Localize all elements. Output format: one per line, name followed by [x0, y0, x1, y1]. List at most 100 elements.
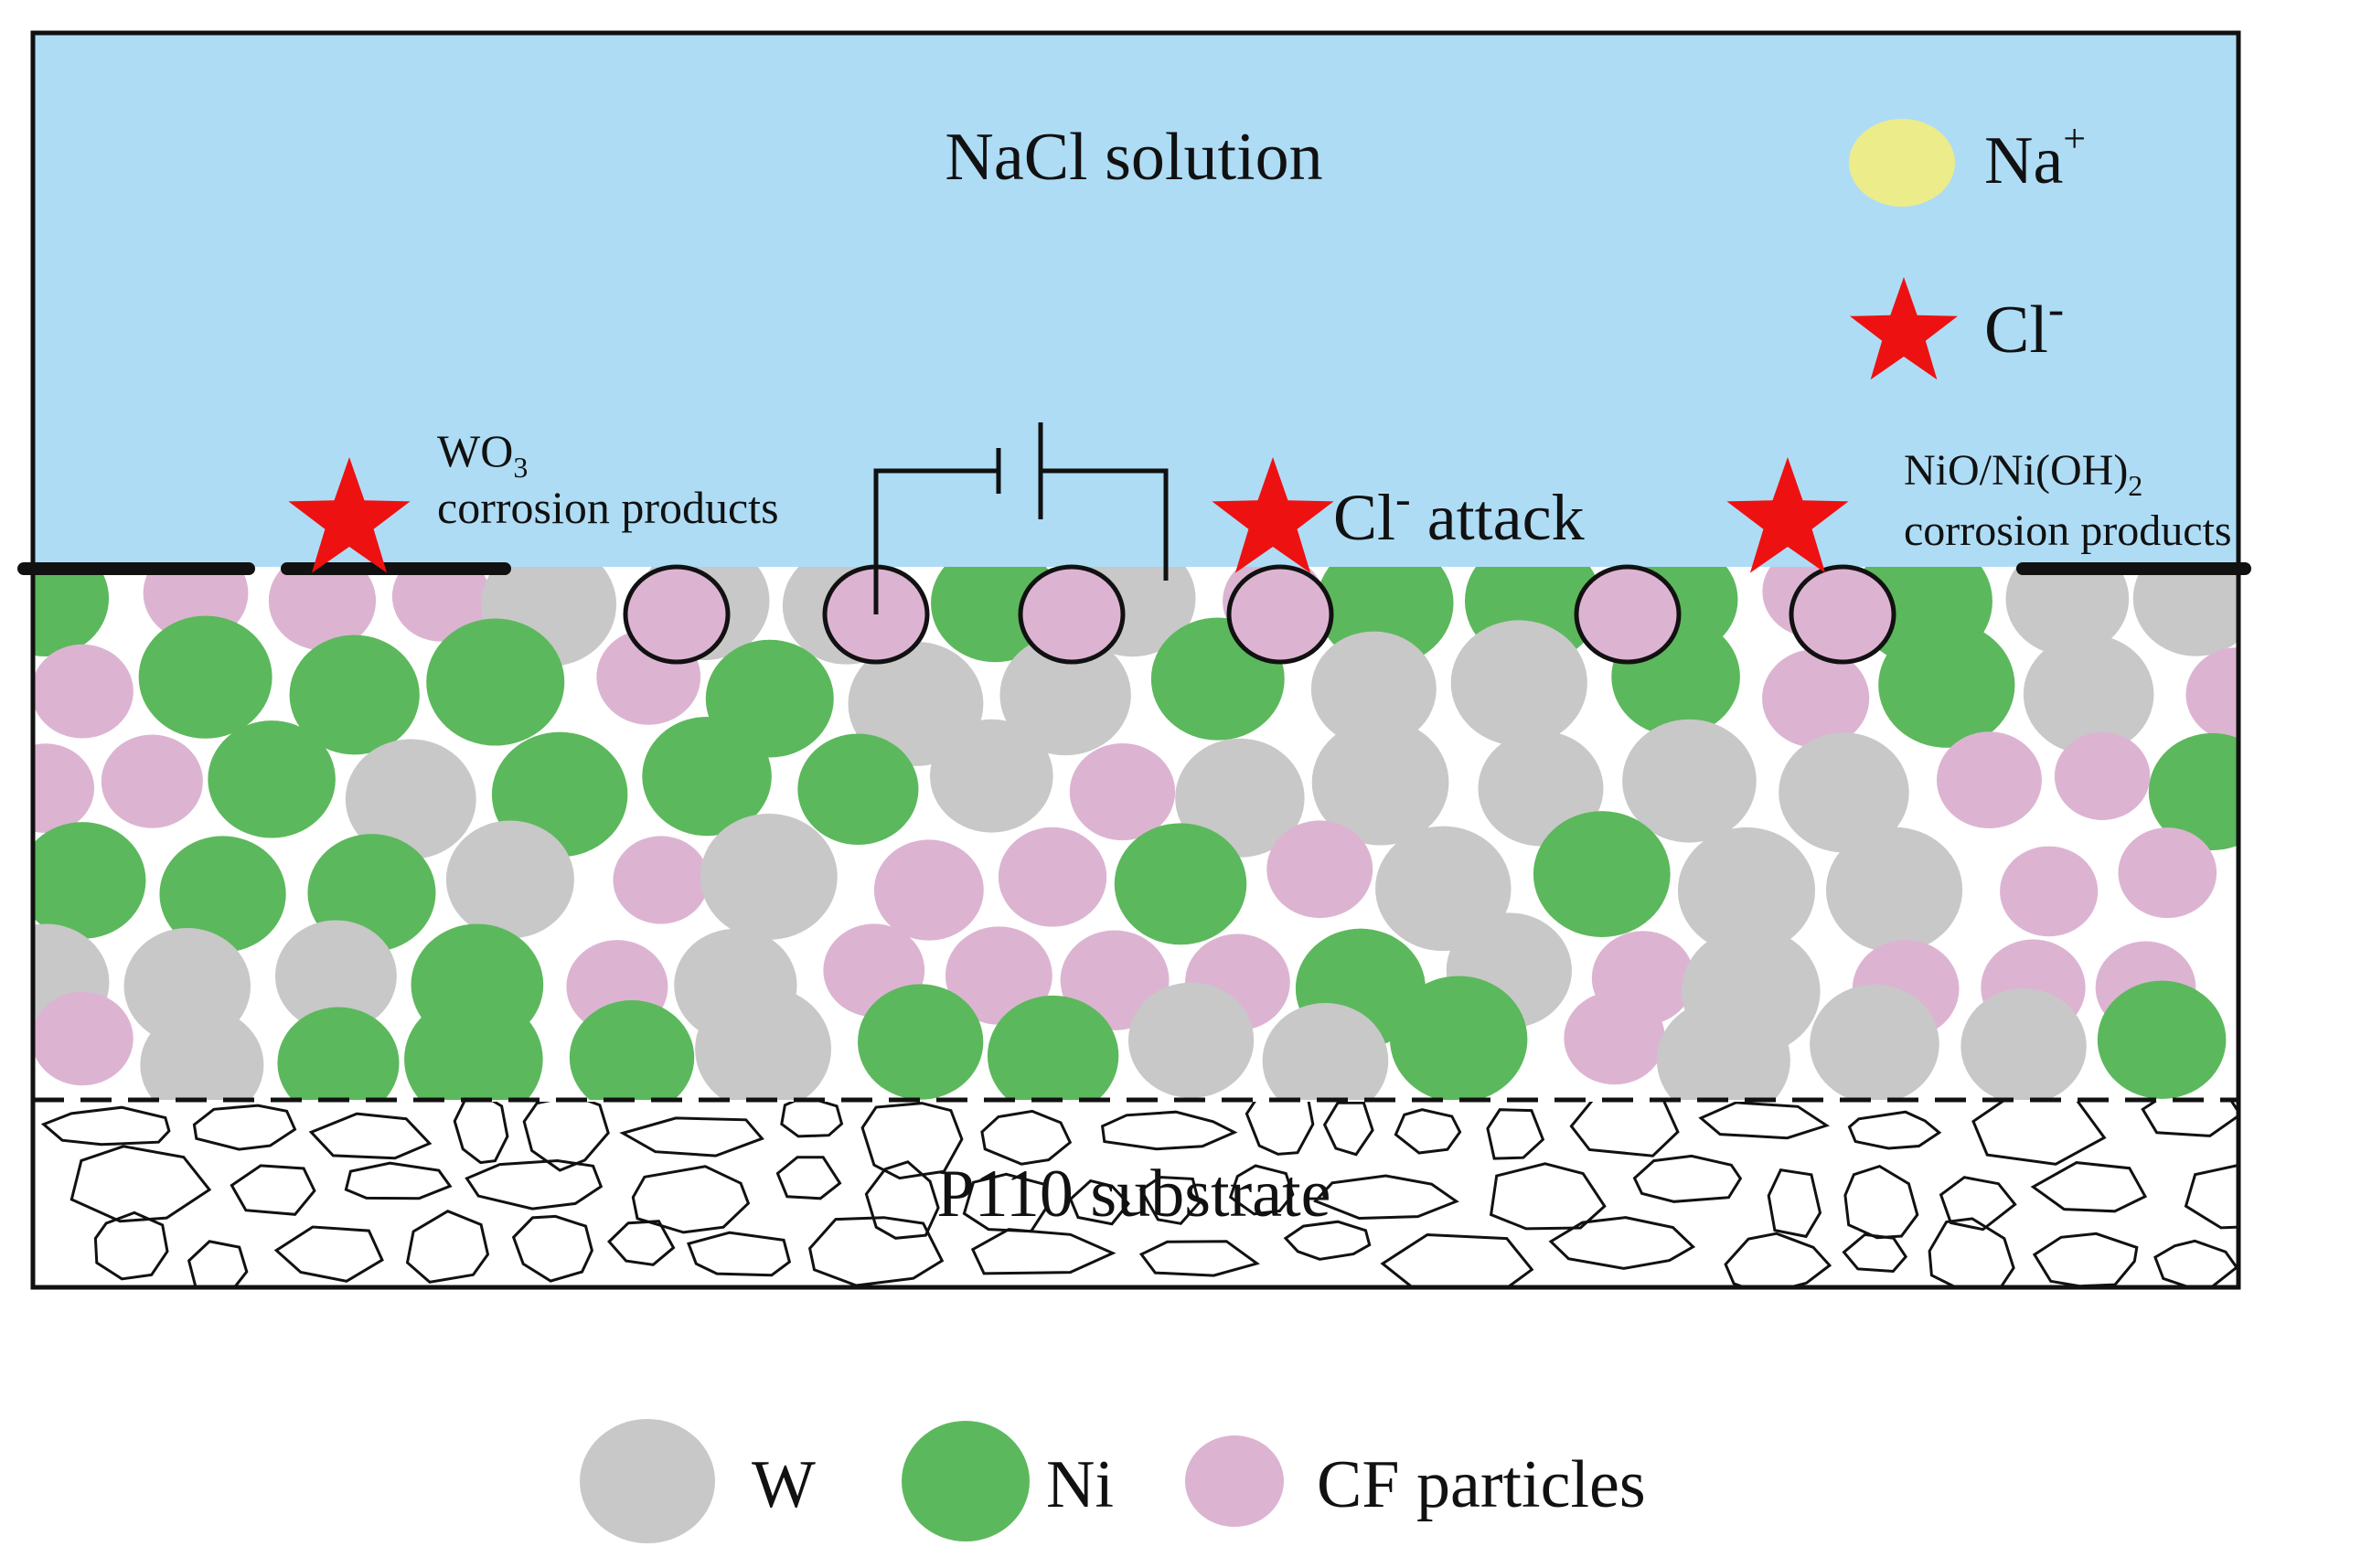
ni-particle: [277, 1007, 400, 1100]
substrate-grain: [1843, 1164, 1919, 1240]
na-ion-label: Na+: [1984, 116, 2086, 198]
substrate-grain: [1767, 1168, 1822, 1239]
ni-particle: [404, 995, 543, 1100]
substrate-grain: [780, 1102, 844, 1138]
substrate-grain: [1228, 1164, 1295, 1216]
substrate-grain: [308, 1112, 433, 1160]
ni-particle: [138, 615, 272, 739]
substrate-grain: [864, 1160, 940, 1240]
ni-particle: [208, 720, 336, 838]
ni-particle: [1114, 823, 1247, 945]
substrate-grain: [2030, 1161, 2148, 1213]
cf-particle: [613, 836, 709, 924]
ni-particle: [159, 836, 286, 953]
legend-ni-label: Ni: [1046, 1447, 1114, 1522]
cf-particle: [33, 991, 134, 1086]
w-particle: [1175, 738, 1305, 858]
substrate-grain: [807, 1216, 945, 1287]
legend-cf-swatch: [1185, 1435, 1284, 1527]
legend: W Ni CF particles: [580, 1419, 1646, 1543]
substrate-grain: [970, 1228, 1116, 1275]
cf-particle: [1069, 743, 1176, 841]
substrate-grain: [1313, 1174, 1459, 1221]
substrate-grain: [2184, 1163, 2238, 1230]
w-particle: [1825, 827, 1963, 953]
substrate-grain: [2263, 1218, 2342, 1273]
substrate-grain: [1100, 1110, 1238, 1151]
w-particle: [1311, 719, 1449, 846]
cf-particle: [33, 743, 95, 833]
substrate-grain: [405, 1210, 490, 1284]
w-particle: [274, 920, 397, 1032]
coating-particle-layer: [33, 567, 2238, 1100]
ni-particle: [569, 1000, 695, 1100]
exposed-cf-particles: [623, 564, 1896, 665]
substrate-grain: [607, 1220, 676, 1266]
cl-ion-star-icon: [288, 457, 411, 573]
w-particle: [1622, 719, 1757, 843]
ni-particle: [1533, 811, 1671, 937]
w-particle: [1677, 827, 1816, 955]
cf-particle: [1762, 648, 1870, 748]
w-particle: [445, 820, 574, 939]
w-particle: [2005, 567, 2130, 656]
substrate-grain: [619, 1116, 764, 1157]
substrate-grain: [1283, 1220, 1372, 1261]
cf-particle: [391, 567, 490, 642]
substrate-grain: [93, 1211, 169, 1281]
substrate-grain: [1928, 1217, 2015, 1287]
exposed-cf-particle: [1226, 564, 1334, 665]
substrate-grain: [1245, 1102, 1315, 1156]
ni-particle: [858, 984, 984, 1100]
substrate-grain: [1322, 1102, 1374, 1157]
substrate-grain: [1847, 1110, 1942, 1150]
cl-ion-icon: [1850, 277, 1958, 380]
w-particle: [1262, 1003, 1389, 1100]
w-particle: [1127, 982, 1255, 1098]
diagram-border: [30, 30, 2241, 1290]
w-particle: [695, 986, 831, 1100]
substrate-grain: [2032, 1232, 2139, 1287]
cl-ion-star-icon: [1212, 457, 1334, 573]
cl-attack-label: Cl- attack: [1333, 473, 1585, 554]
exposed-cf-particle: [623, 564, 731, 665]
w-particle: [1478, 731, 1604, 847]
cf-particle: [2000, 846, 2099, 937]
ni-particle: [2097, 980, 2227, 1099]
nio-corrosion-products-label: corrosion products: [1904, 507, 2232, 555]
substrate-grain: [230, 1164, 316, 1216]
substrate-grain: [1698, 1102, 1831, 1140]
legend-ni-swatch: [902, 1421, 1030, 1541]
w-particle: [345, 739, 476, 859]
w-particle: [700, 813, 838, 940]
substrate-grain: [344, 1161, 453, 1200]
ni-particle: [1390, 976, 1528, 1100]
cf-particle: [945, 926, 1052, 1025]
w-particle: [1656, 998, 1790, 1100]
ni-particle: [426, 618, 565, 746]
ni-particle: [289, 635, 420, 755]
substrate-grain: [1548, 1216, 1696, 1270]
exposed-cf-particle: [1574, 564, 1682, 665]
substrate-grain: [1971, 1102, 2107, 1166]
substrate-grain: [69, 1145, 212, 1223]
cf-particle: [1266, 820, 1373, 919]
exposed-cf-particle: [1018, 564, 1126, 665]
substrate-grain: [2141, 1102, 2238, 1137]
cf-particle: [2118, 827, 2217, 919]
ni-particle: [2148, 732, 2238, 851]
wo3-corrosion-products-label: corrosion products: [437, 482, 779, 533]
nio-label: NiO/Ni(OH)2: [1904, 446, 2142, 502]
legend-w-label: W: [752, 1447, 816, 1522]
w-particle: [1310, 631, 1437, 747]
substrate-grain: [1068, 1179, 1130, 1226]
w-particle: [999, 635, 1131, 756]
substrate-grain: [2153, 1239, 2238, 1287]
substrate-grain: [1394, 1108, 1462, 1155]
cl-ion-star-icon: [1726, 457, 1849, 573]
substrate-grain: [1842, 1232, 1908, 1274]
substrate-grain: [465, 1158, 604, 1211]
w-particle: [140, 1008, 264, 1100]
cf-particle: [873, 839, 984, 941]
